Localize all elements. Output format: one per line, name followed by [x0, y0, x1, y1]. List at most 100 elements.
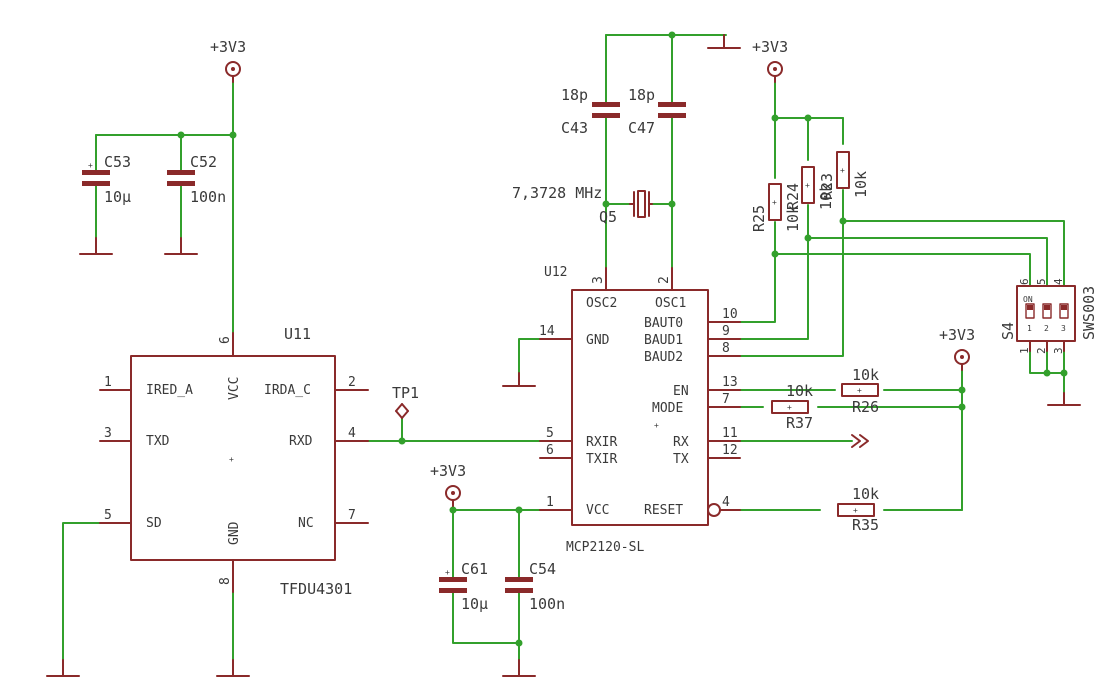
pin-name: GND — [227, 521, 242, 545]
component-value: 10k — [852, 366, 879, 384]
switch-inner-number: 3 — [1061, 324, 1066, 333]
pin-number: 5 — [104, 508, 112, 523]
component-value: 10µ — [104, 188, 131, 206]
resistor-r23: + R23 10k — [818, 151, 870, 200]
pin-name: OSC1 — [655, 296, 686, 311]
component-value: 10k — [786, 382, 813, 400]
pin-number: 6 — [546, 443, 554, 458]
pin-name: VCC — [586, 503, 609, 518]
component-name: C43 — [561, 119, 588, 137]
component-value: 100n — [529, 595, 565, 613]
switch-on-label: ON — [1023, 295, 1033, 304]
component-value: 100n — [190, 188, 226, 206]
output-arrow-icon — [851, 434, 869, 448]
pin-name: VCC — [227, 377, 242, 400]
pin-number: 8 — [722, 341, 730, 356]
pin-number: 1 — [1018, 347, 1031, 354]
component-name: TP1 — [392, 384, 419, 402]
pin-name: BAUD1 — [644, 333, 683, 348]
ic-u12: + U12 MCP2120-SL OSC2 OSC1 GND BAUT0 BAU… — [539, 265, 741, 555]
component-name: C47 — [628, 119, 655, 137]
pin-name: TXD — [146, 434, 170, 449]
pin-number: 1 — [104, 375, 112, 390]
component-value: 18p — [628, 86, 655, 104]
supply-3v3-vcc: +3V3 — [430, 462, 466, 507]
pin-name: RXD — [289, 434, 313, 449]
capacitor-c47: 18p C47 — [628, 86, 686, 137]
pin-name: RX — [673, 435, 689, 450]
pin-name: RESET — [644, 503, 683, 518]
pin-number: 8 — [218, 577, 233, 585]
svg-text:+: + — [787, 403, 792, 412]
supply-3v3-u11: +3V3 — [210, 38, 246, 83]
component-value: 10k — [784, 205, 802, 232]
svg-text:+: + — [805, 181, 810, 190]
pin-name: NC — [298, 516, 314, 531]
component-name: U11 — [284, 325, 311, 343]
pin-name: TX — [673, 452, 689, 467]
pin-number: 5 — [1035, 278, 1048, 285]
capacitor-c61: + C61 10µ — [439, 560, 488, 613]
pin-number: 3 — [591, 276, 606, 284]
pin-number: 14 — [539, 324, 555, 339]
ground-icon — [79, 237, 113, 255]
ic-u11: + U11 TFDU4301 IRED_A TXD SD IRDA_C RXD … — [99, 325, 369, 598]
pin-number: 3 — [104, 426, 112, 441]
component-value: TFDU4301 — [280, 580, 352, 598]
pin-name: BAUT0 — [644, 316, 683, 331]
component-name: Q5 — [599, 208, 617, 226]
supply-label: +3V3 — [210, 38, 246, 56]
pin-number: 2 — [348, 375, 356, 390]
pin-number: 4 — [1052, 278, 1065, 285]
svg-text:+: + — [229, 455, 234, 464]
capacitor-c53: + C53 10µ — [82, 153, 131, 206]
svg-text:+: + — [654, 421, 659, 430]
svg-text:+: + — [853, 506, 858, 515]
wires — [62, 34, 1065, 661]
ground-icon — [502, 372, 536, 387]
switch-inner-number: 2 — [1044, 324, 1049, 333]
pin-number: 11 — [722, 426, 738, 441]
resistor-r24: + R24 10k — [784, 166, 835, 210]
ground-icon — [216, 659, 250, 677]
pin-number: 4 — [348, 426, 356, 441]
resistor-r37: + 10k R37 — [771, 382, 813, 432]
pin-number: 5 — [546, 426, 554, 441]
pin-name: MODE — [652, 401, 683, 416]
pin-number: 6 — [218, 336, 233, 344]
ground-symbols — [46, 34, 1081, 677]
pin-name: RXIR — [586, 435, 617, 450]
component-name: C53 — [104, 153, 131, 171]
component-value: 10µ — [461, 595, 488, 613]
pin-number: 2 — [1035, 347, 1048, 354]
switch-inner-number: 1 — [1027, 324, 1032, 333]
component-value: SWS003 — [1080, 286, 1098, 340]
svg-text:+: + — [772, 198, 777, 207]
junctions — [177, 31, 1068, 647]
pin-name: SD — [146, 516, 162, 531]
capacitor-c52: C52 100n — [167, 153, 226, 206]
pin-number: 4 — [722, 495, 730, 510]
svg-text:+: + — [445, 568, 450, 577]
ground-icon — [707, 34, 741, 49]
svg-text:+: + — [857, 386, 862, 395]
component-name: R26 — [852, 398, 879, 416]
supply-3v3-pullup: +3V3 — [939, 326, 975, 371]
component-name: C54 — [529, 560, 556, 578]
capacitor-c54: C54 100n — [505, 560, 565, 613]
pin-name: EN — [673, 384, 689, 399]
component-value: MCP2120-SL — [566, 540, 644, 555]
component-value: 10k — [817, 183, 835, 210]
component-value: 7,3728 MHz — [512, 184, 602, 202]
pin-name: BAUD2 — [644, 350, 683, 365]
pin-number: 10 — [722, 307, 738, 322]
testpoint-tp1: TP1 — [392, 384, 419, 419]
pin-name: IRDA_C — [264, 383, 311, 398]
supply-3v3-dip: +3V3 — [752, 38, 788, 83]
supply-label: +3V3 — [752, 38, 788, 56]
pin-number: 2 — [657, 276, 672, 284]
pin-name: IRED_A — [146, 383, 193, 398]
resistor-r35: + 10k R35 — [837, 485, 879, 534]
pin-name: OSC2 — [586, 296, 617, 311]
